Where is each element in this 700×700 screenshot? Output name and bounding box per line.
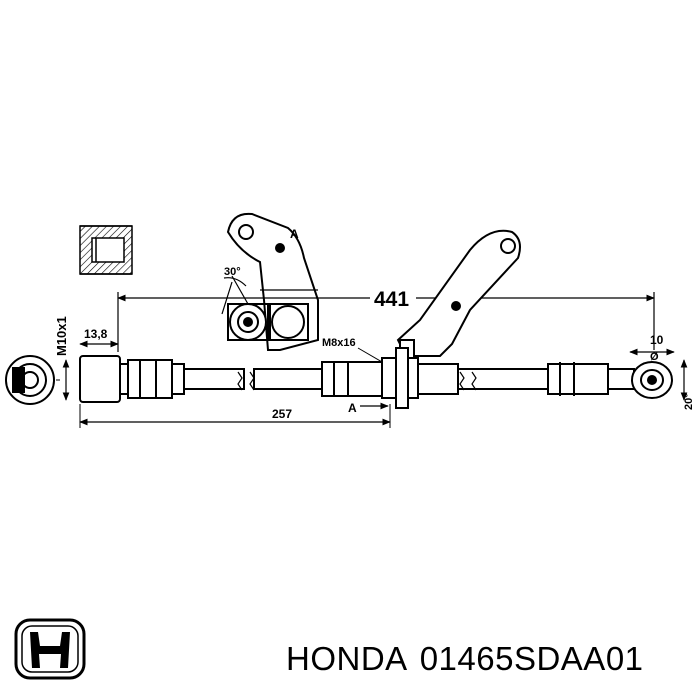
break-marks [237,371,477,391]
diameter-symbol: Ø [650,351,659,363]
bolt-size-label: M8x16 [322,337,356,349]
eye-width-label: 10 [650,333,664,347]
part-caption: HONDA 01465SDAA01 [286,640,644,678]
total-length-label: 441 [374,288,409,311]
part-number: 01465SDAA01 [419,640,644,677]
hose-body [79,347,673,409]
bracket-angle-label: 30° [224,266,241,278]
section-mark-top: A [290,227,299,241]
section-detail [79,225,133,275]
brand-name: HONDA [286,640,408,677]
honda-logo [14,618,86,680]
eye-angle-label: 20° [683,393,695,410]
mounting-bracket-detail [221,212,319,351]
section-mark-bottom: A [348,401,357,415]
partial-length-label: 257 [272,407,292,421]
thread-size-label: M10x1 [54,316,69,356]
swivel-bracket [396,229,521,371]
fitting-length-label: 13,8 [84,327,108,341]
left-end-fitting [5,355,60,405]
